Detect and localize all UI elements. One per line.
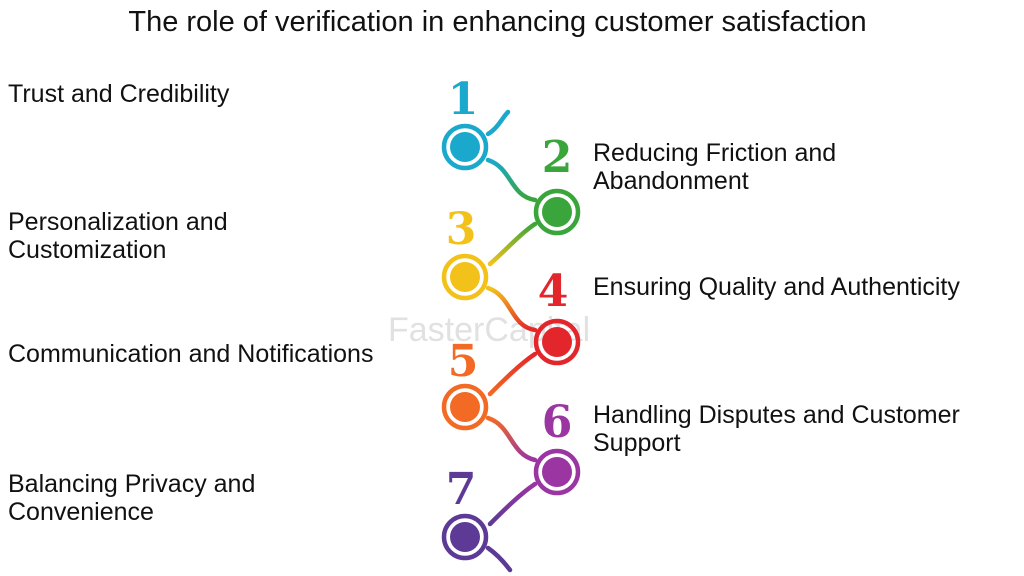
step-label-3: Personalization and Customization: [8, 208, 228, 264]
step-number-7: 7: [446, 464, 477, 515]
connector-6-7: [487, 481, 538, 527]
step-label-line: Balancing Privacy and: [8, 470, 256, 498]
step-label-line: Personalization and: [8, 208, 228, 236]
step-label-4: Ensuring Quality and Authenticity: [593, 273, 960, 301]
step-number-3: 3: [446, 204, 477, 255]
step-label-line: Trust and Credibility: [8, 80, 230, 108]
step-label-line: Convenience: [8, 498, 154, 526]
step-node-5: [441, 383, 489, 431]
step-label-line: Ensuring Quality and Authenticity: [593, 273, 960, 301]
step-label-5: Communication and Notifications: [8, 340, 373, 368]
step-label-line: Abandonment: [593, 167, 749, 195]
connector-2-3: [487, 221, 538, 267]
step-label-line: Support: [593, 429, 681, 457]
step-label-1: Trust and Credibility: [8, 80, 229, 108]
step-node-7: [441, 513, 489, 561]
step-label-line: Customization: [8, 236, 167, 264]
connector-4-5: [487, 351, 538, 397]
step-number-5: 5: [448, 336, 479, 387]
page-title: The role of verification in enhancing cu…: [128, 6, 867, 38]
connector-1-2: [485, 157, 538, 203]
step-node-1: [441, 123, 489, 171]
connector-bottom-tail: [485, 545, 513, 573]
connector-5-6: [485, 415, 538, 463]
connector-top-tail: [485, 109, 511, 137]
step-node-6: [533, 448, 581, 496]
step-node-4: [533, 318, 581, 366]
step-number-2: 2: [542, 132, 573, 183]
step-label-line: Reducing Friction and: [593, 139, 837, 167]
step-label-6: Handling Disputes and Customer Support: [593, 401, 960, 457]
step-number-4: 4: [538, 266, 569, 317]
step-node-2: [533, 188, 581, 236]
step-node-3: [441, 253, 489, 301]
connector-3-4: [485, 285, 538, 333]
step-number-6: 6: [542, 397, 573, 448]
step-label-2: Reducing Friction and Abandonment: [593, 139, 836, 195]
step-label-7: Balancing Privacy and Convenience: [8, 470, 255, 526]
step-label-line: Communication and Notifications: [8, 340, 374, 368]
step-label-line: Handling Disputes and Customer: [593, 401, 960, 429]
step-number-1: 1: [448, 74, 479, 125]
